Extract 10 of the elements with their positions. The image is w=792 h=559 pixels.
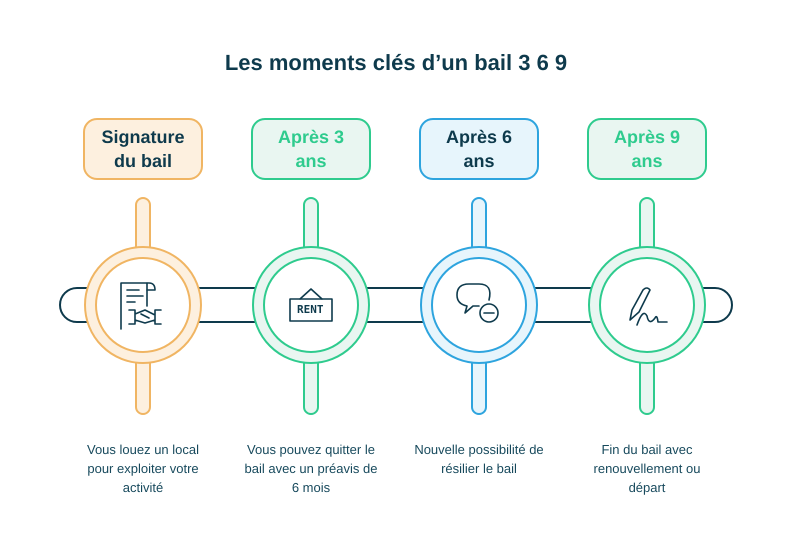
- milestone-description: Fin du bail avec renouvellement ou départ: [592, 441, 702, 497]
- sign-text: RENT: [297, 304, 324, 316]
- milestone-description: Vous pouvez quitter le bail avec un préavis de 6 mois: [244, 441, 378, 497]
- milestone-description: Nouvelle possibilité de résilier le bail: [413, 441, 545, 478]
- milestone-box: Après 6 ans: [419, 118, 539, 180]
- milestone-description: Vous louez un local pour exploiter votre activité: [86, 441, 200, 497]
- milestone-box: Après 9 ans: [587, 118, 707, 180]
- milestone-box: Après 3 ans: [251, 118, 371, 180]
- title: Les moments clés d’un bail 3 6 9: [224, 50, 568, 76]
- milestone-box: Signature du bail: [83, 118, 203, 180]
